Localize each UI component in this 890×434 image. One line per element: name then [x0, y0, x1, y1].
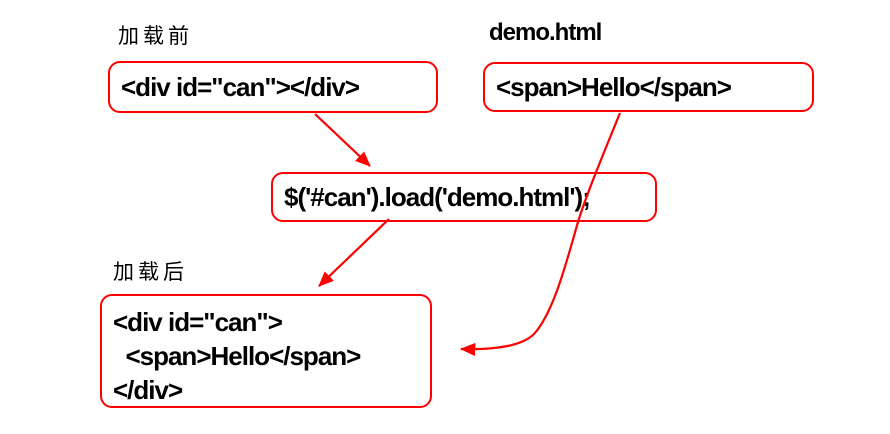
after-load-code-line-2: <span>Hello</span> [113, 341, 361, 371]
arrow-file-to-after-curved [459, 112, 622, 357]
box-demo-html-content: <span>Hello</span> [483, 62, 814, 112]
box-after-load-code: <div id="can"> <span>Hello</span> </div> [100, 294, 432, 408]
demo-html-code-text: <span>Hello</span> [496, 72, 732, 102]
box-load-statement: $('#can').load('demo.html'); [271, 172, 657, 222]
after-load-code-line-3: </div> [113, 375, 183, 405]
label-demo-html-filename: demo.html [489, 19, 602, 46]
before-load-code-text: <div id="can"></div> [121, 72, 360, 102]
after-load-code-line-1: <div id="can"> [113, 307, 283, 337]
label-after-load: 加载后 [113, 260, 188, 284]
load-statement-text: $('#can').load('demo.html'); [284, 182, 591, 212]
box-before-load-code: <div id="can"></div> [108, 61, 438, 113]
arrow-load-to-after [318, 218, 390, 287]
label-before-load: 加载前 [118, 24, 193, 48]
arrow-before-to-load [314, 113, 371, 167]
